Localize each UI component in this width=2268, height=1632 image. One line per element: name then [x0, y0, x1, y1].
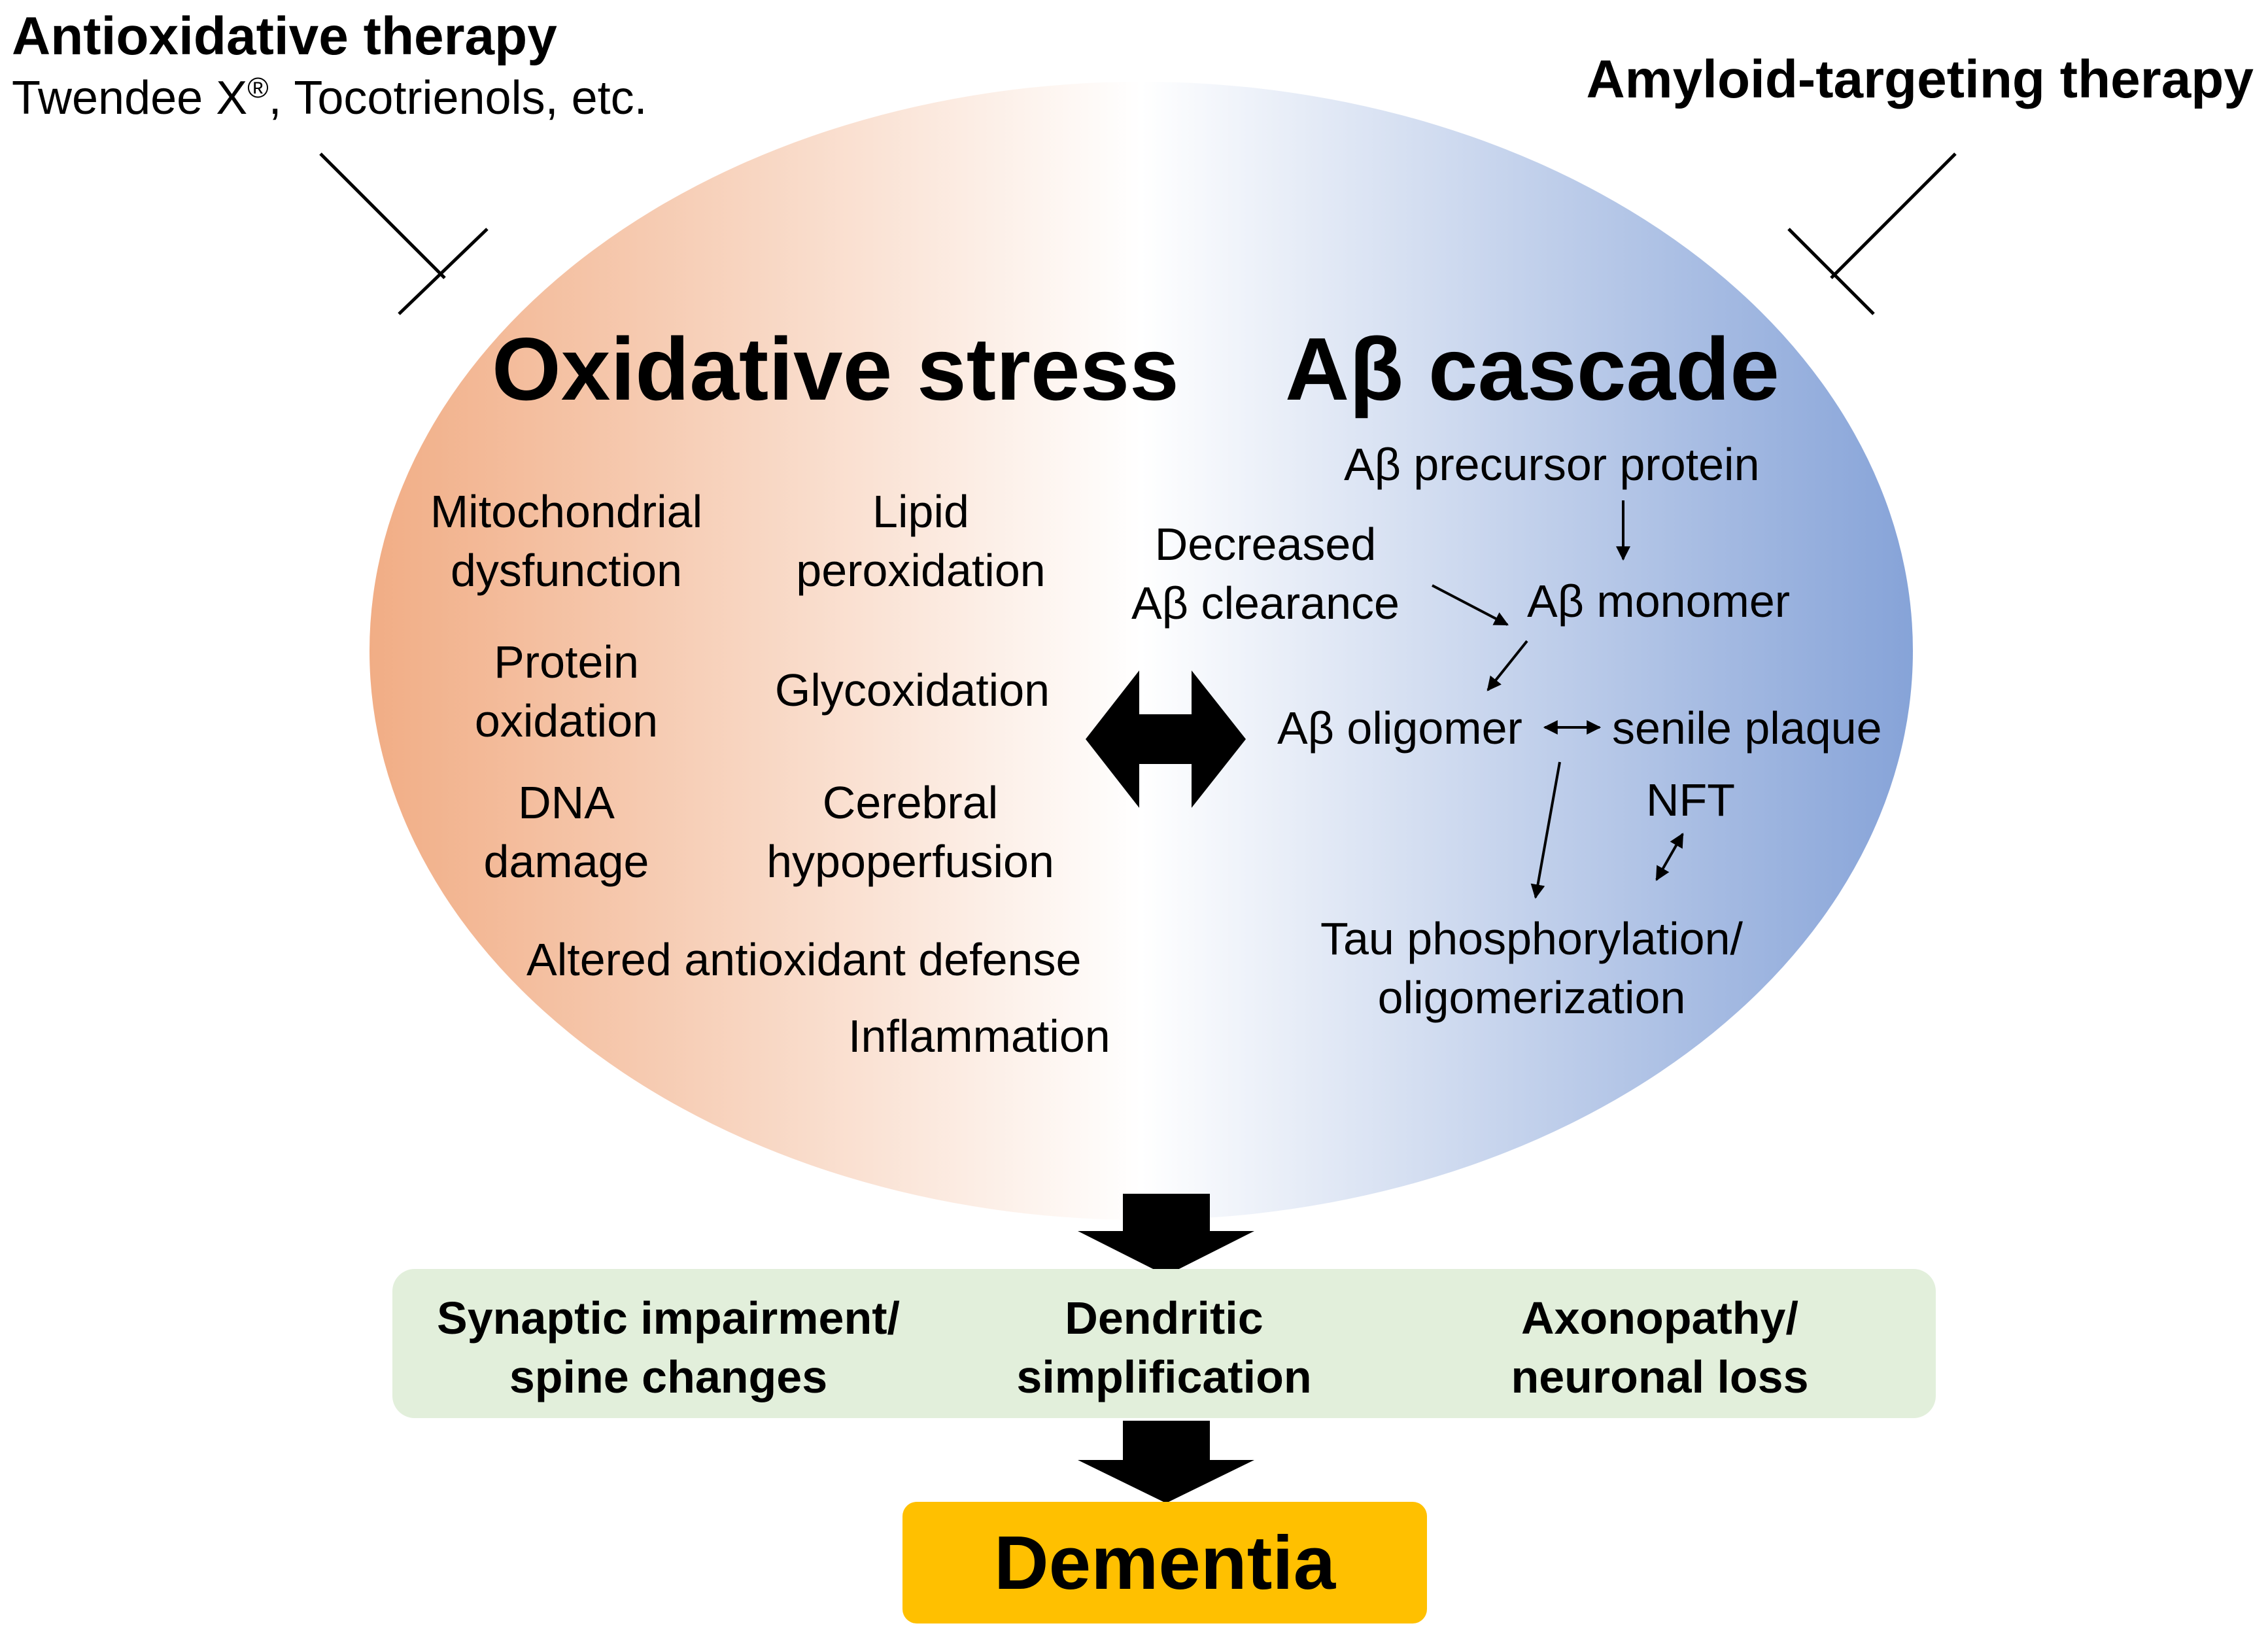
amyloid-inhibition-line	[1787, 152, 1957, 315]
abeta-cascade-title: Aβ cascade	[1285, 319, 1779, 419]
antioxidative-therapy-title: Antioxidative therapy	[12, 7, 557, 66]
dementia-label: Dementia	[993, 1520, 1336, 1605]
neuronal-outcomes-box	[392, 1269, 1936, 1418]
arrow-monomer-to-oligomer	[1486, 640, 1528, 691]
pathology-oval	[369, 82, 1913, 1220]
arrow-clearance-to-monomer	[1432, 584, 1509, 626]
axonopathy-neuronal-loss-label: Axonopathy/neuronal loss	[1511, 1293, 1809, 1402]
tau-phosphorylation-label: Tau phosphorylation/oligomerization	[1320, 913, 1743, 1023]
oxidative-stress-title: Oxidative stress	[492, 319, 1179, 419]
abeta-precursor-protein-label: Aβ precursor protein	[1344, 439, 1760, 490]
senile-plaque-label: senile plaque	[1612, 703, 1882, 754]
inflammation-label: Inflammation	[848, 1011, 1110, 1062]
nft-label: NFT	[1646, 774, 1736, 825]
abeta-monomer-label: Aβ monomer	[1527, 576, 1791, 627]
arrow-nft-tau	[1655, 833, 1684, 881]
arrow-oligomer-to-tau	[1530, 761, 1561, 899]
bidirectional-arrow	[1086, 670, 1246, 808]
antioxidative-inhibition-line	[319, 152, 489, 315]
down-arrow-to-outcomes	[1078, 1194, 1254, 1276]
altered-antioxidant-defense-label: Altered antioxidant defense	[526, 934, 1082, 985]
down-arrow-to-dementia	[1078, 1421, 1254, 1503]
antioxidative-therapy-examples: Twendee X®, Tocotrienols, etc.	[12, 72, 647, 124]
amyloid-targeting-therapy-title: Amyloid-targeting therapy	[1586, 50, 2254, 109]
dementia-box: Dementia	[902, 1502, 1427, 1623]
abeta-oligomer-label: Aβ oligomer	[1277, 703, 1522, 754]
glycoxidation-label: Glycoxidation	[774, 665, 1050, 716]
synaptic-impairment-label: Synaptic impairment/spine changes	[437, 1293, 900, 1402]
